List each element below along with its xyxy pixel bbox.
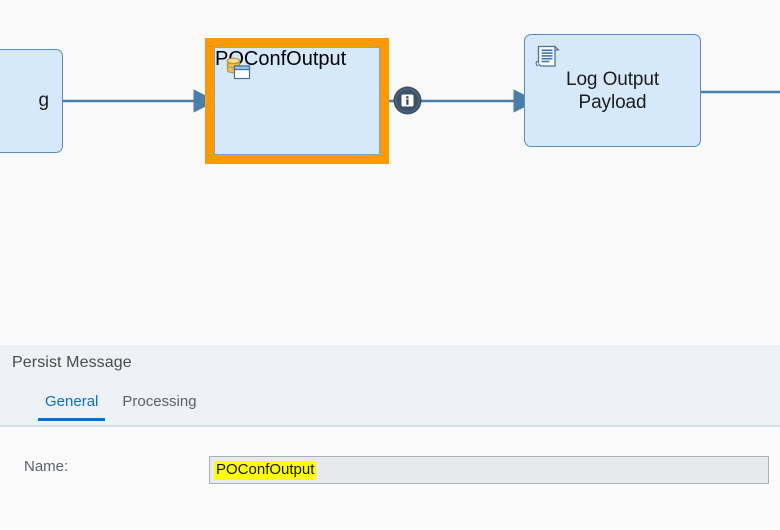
properties-panel: Persist Message General Processing Name: bbox=[0, 345, 780, 530]
properties-panel-header: Persist Message General Processing bbox=[0, 345, 780, 427]
name-field-label: Name: bbox=[24, 458, 69, 475]
flow-canvas[interactable]: g POConfOutput bbox=[0, 0, 780, 345]
name-field-row: Name: bbox=[0, 427, 780, 528]
document-log-icon bbox=[533, 42, 563, 72]
flow-node-persist-selection[interactable]: POConfOutput bbox=[205, 38, 389, 164]
flow-node-start[interactable]: g bbox=[0, 49, 63, 153]
page-title: Persist Message bbox=[12, 354, 132, 371]
flow-node-start-label: g bbox=[38, 90, 50, 111]
tab-processing[interactable]: Processing bbox=[122, 393, 197, 410]
name-input-value: POConfOutput bbox=[214, 460, 317, 480]
flow-node-persist[interactable]: POConfOutput bbox=[214, 47, 380, 155]
flow-connectors bbox=[63, 89, 780, 113]
flow-node-persist-label: POConfOutput bbox=[215, 48, 347, 70]
flow-node-log-label: Log Output Payload bbox=[565, 68, 660, 113]
database-persist-icon bbox=[223, 55, 253, 85]
properties-tabs[interactable]: General Processing bbox=[33, 393, 209, 421]
flow-node-log[interactable]: Log Output Payload bbox=[524, 34, 701, 147]
tab-general[interactable]: General bbox=[33, 393, 110, 421]
name-input[interactable]: POConfOutput bbox=[209, 456, 769, 484]
info-badge-icon[interactable] bbox=[393, 86, 422, 115]
